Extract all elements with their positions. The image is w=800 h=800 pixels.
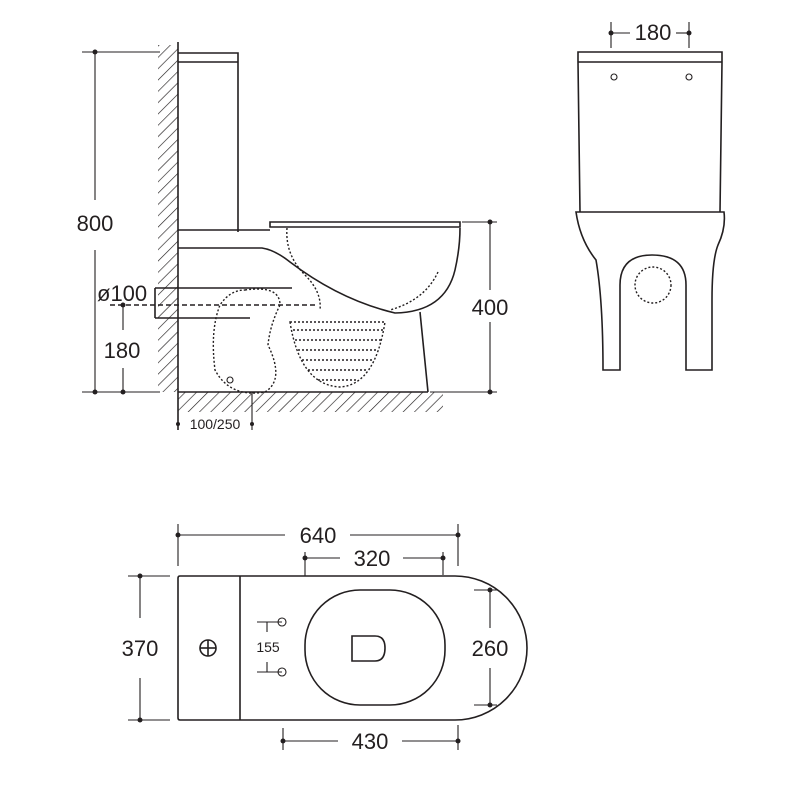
dimension-180-front: 180 — [608, 20, 692, 48]
dimension-320: 320 — [302, 546, 446, 576]
cistern-front — [577, 51, 723, 213]
side-view: 800 180 ø100 400 100/250 — [77, 42, 509, 432]
outlet-pipe — [154, 287, 292, 319]
wall-hatch — [158, 45, 178, 392]
outlet-marker — [226, 376, 234, 384]
height-total-label: 800 — [77, 211, 114, 236]
dimension-370: 370 — [122, 573, 170, 723]
trap-water-fill — [293, 329, 383, 381]
dimension-180: 180 — [104, 302, 141, 395]
seat-side — [269, 221, 461, 228]
seat-top — [304, 589, 446, 706]
outline-top — [177, 575, 528, 721]
top-view: 155 640 320 370 260 — [122, 523, 528, 754]
dimension-430: 430 — [280, 725, 461, 754]
floor-hatch — [178, 392, 443, 412]
outlet-diameter-label: ø100 — [97, 281, 147, 306]
dimension-640: 640 — [175, 523, 461, 566]
dimension-100-250: 100/250 — [176, 392, 254, 432]
trap-hidden-line — [286, 227, 321, 311]
rear-to-front-label: 430 — [352, 729, 389, 754]
fixing-hole-left — [610, 73, 618, 81]
water-trap-hidden — [289, 321, 386, 388]
width-label: 370 — [122, 636, 159, 661]
flush-button-icon — [199, 639, 217, 657]
seat-height-label: 400 — [472, 295, 509, 320]
outlet-height-label: 180 — [104, 338, 141, 363]
bowl-length-label: 320 — [354, 546, 391, 571]
dimension-260: 260 — [472, 587, 509, 708]
fixing-holes-top: 155 — [256, 617, 287, 677]
bowl-front — [575, 211, 726, 371]
wall-offset-label: 100/250 — [190, 416, 241, 432]
rim-hidden-line — [389, 271, 439, 311]
fixing-hole-right — [685, 73, 693, 81]
hole-spacing-label: 180 — [635, 20, 672, 45]
dimension-800: 800 — [77, 49, 160, 395]
pedestal-side — [419, 311, 429, 393]
seat-width-label: 260 — [472, 636, 509, 661]
fixing-spacing-label: 155 — [256, 639, 280, 655]
bowl-side — [178, 227, 461, 314]
lid-handle — [351, 635, 386, 662]
cistern-side — [178, 52, 239, 232]
length-label: 640 — [300, 523, 337, 548]
front-view: 180 — [575, 20, 726, 371]
outlet-front — [634, 266, 672, 304]
dimension-400: 400 — [430, 219, 509, 395]
